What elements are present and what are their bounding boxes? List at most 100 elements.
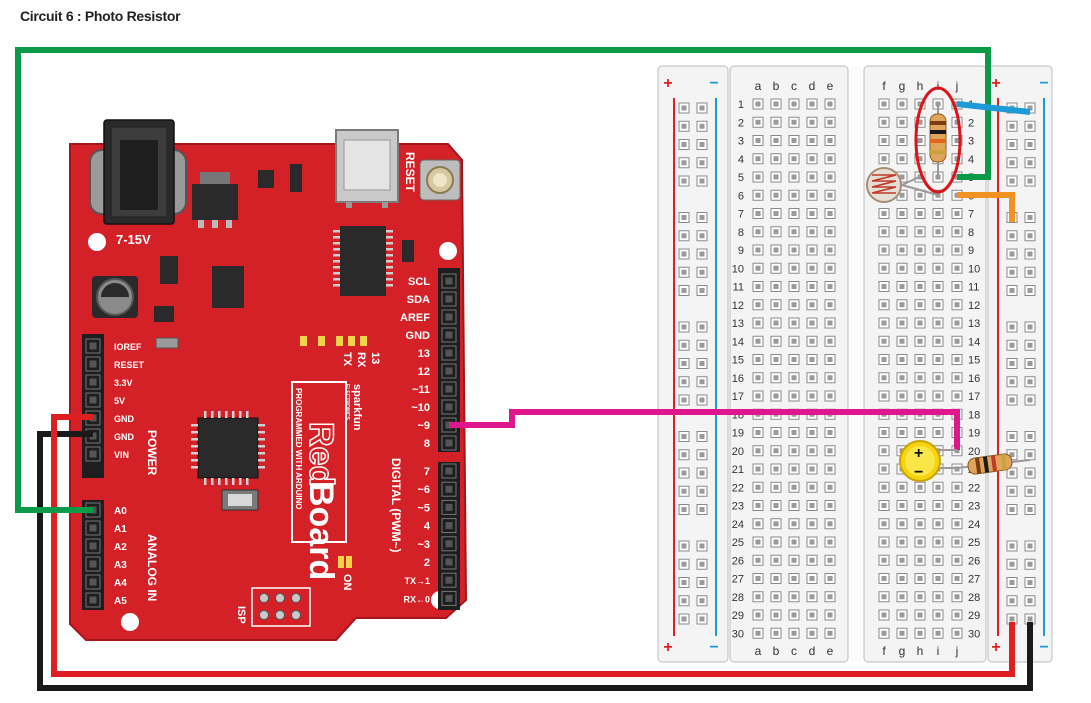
voltage-regulator xyxy=(192,172,238,228)
wire-black-gnd xyxy=(37,431,1033,691)
row-number: 15 xyxy=(732,355,744,367)
row-number: 4 xyxy=(738,154,744,166)
status-leds xyxy=(300,336,367,346)
digital-pin-label: RX←0 xyxy=(403,594,430,604)
power-pin-label: IOREF xyxy=(114,342,142,352)
column-letter: e xyxy=(827,79,834,93)
components: + − xyxy=(866,86,1031,482)
column-letter: d xyxy=(809,79,816,93)
column-letter: j xyxy=(955,644,959,658)
led-label-13: 13 xyxy=(369,352,381,364)
digital-pin-label: ~3 xyxy=(417,539,430,551)
column-letter: c xyxy=(791,79,797,93)
rail-minus-marker: − xyxy=(1039,75,1048,92)
row-number: 13 xyxy=(732,318,744,330)
column-letter: j xyxy=(955,79,959,93)
microcontroller xyxy=(191,411,265,485)
isp-label: ISP xyxy=(235,606,247,624)
digital-header-label: DIGITAL (PWM~) xyxy=(389,458,403,553)
row-number: 4 xyxy=(968,154,974,166)
row-number: 23 xyxy=(732,501,744,513)
row-number: 15 xyxy=(968,355,980,367)
sparkfun-logo: sparkfun xyxy=(351,384,363,431)
row-number: 21 xyxy=(732,464,744,476)
row-number: 16 xyxy=(968,373,980,385)
row-number: 10 xyxy=(968,263,980,275)
reset-button[interactable] xyxy=(419,159,461,201)
row-number: 9 xyxy=(738,245,744,257)
row-number: 20 xyxy=(968,446,980,458)
digital-pin-label: 13 xyxy=(418,348,430,360)
column-letter: i xyxy=(937,644,940,658)
led-minus: − xyxy=(914,464,923,481)
digital-pin-label: 4 xyxy=(424,521,431,533)
digital-pin-label: ~11 xyxy=(412,384,430,396)
mounting-hole xyxy=(121,613,139,631)
on-led xyxy=(338,556,344,568)
reset-label: RESET xyxy=(403,152,417,193)
analog-pin-label: A3 xyxy=(114,560,127,571)
row-number: 27 xyxy=(968,574,980,586)
on-label: ON xyxy=(341,574,353,591)
rail-plus-marker: + xyxy=(991,75,1000,92)
row-number: 1 xyxy=(738,99,744,111)
column-letter: h xyxy=(917,79,924,93)
column-letter: a xyxy=(755,79,762,93)
row-number: 11 xyxy=(733,282,744,294)
analog-header-label: ANALOG IN xyxy=(145,534,159,601)
logo-red-text: Red xyxy=(302,422,340,486)
row-number: 23 xyxy=(968,501,980,513)
row-number: 30 xyxy=(968,628,980,640)
row-number: 24 xyxy=(968,519,980,531)
photoresistor xyxy=(866,167,939,203)
wire-magenta-d9 xyxy=(449,409,960,450)
row-number: 10 xyxy=(732,263,744,275)
row-number: 22 xyxy=(968,482,980,494)
column-letter: h xyxy=(917,644,924,658)
row-number: 2 xyxy=(968,117,974,129)
row-number: 2 xyxy=(738,117,744,129)
column-letter: g xyxy=(899,79,906,93)
power-jack-label: 7-15V xyxy=(116,232,151,247)
rail-minus-marker: − xyxy=(709,75,718,92)
usb-port xyxy=(335,129,399,208)
logo-board-text: Board xyxy=(302,482,340,580)
digital-pin-label: ~9 xyxy=(417,420,430,432)
power-pin-label: VIN xyxy=(114,450,129,460)
wires xyxy=(15,47,1033,691)
power-header-label: POWER xyxy=(145,430,159,476)
rail-minus-marker: − xyxy=(709,639,718,656)
digital-pin-label: ~6 xyxy=(417,484,430,496)
logo-subtitle: PROGRAMMED WITH ARDUINO xyxy=(294,388,303,509)
column-letter: b xyxy=(773,644,780,658)
row-number: 8 xyxy=(968,227,974,239)
row-number: 17 xyxy=(732,391,744,403)
row-number: 16 xyxy=(732,373,744,385)
row-number: 28 xyxy=(968,592,980,604)
row-number: 12 xyxy=(968,300,980,312)
sparkfun-sub: ELECTRONICS xyxy=(344,384,350,421)
usb-chip xyxy=(333,226,393,296)
highlight-circle xyxy=(914,86,962,194)
analog-pin-label: A1 xyxy=(114,524,127,535)
analog-pin-label: A4 xyxy=(114,578,127,589)
digital-pin-label: 8 xyxy=(424,438,430,450)
row-number: 29 xyxy=(968,610,980,622)
rail-plus-marker: + xyxy=(991,639,1000,656)
column-letter: b xyxy=(773,79,780,93)
power-pin-label: 5V xyxy=(114,396,125,406)
wire-green-a0 xyxy=(15,47,991,513)
mounting-hole xyxy=(439,242,457,260)
column-letter: c xyxy=(791,644,797,658)
row-number: 8 xyxy=(738,227,744,239)
digital-pin-label: SCL xyxy=(408,276,430,288)
mounting-hole xyxy=(88,233,106,251)
column-letter: a xyxy=(755,644,762,658)
resistor-vertical xyxy=(929,103,947,176)
row-number: 12 xyxy=(732,300,744,312)
row-number: 11 xyxy=(968,282,979,294)
row-number: 3 xyxy=(738,136,744,148)
center-channel xyxy=(849,66,863,662)
digital-pin-label: 2 xyxy=(424,557,430,569)
